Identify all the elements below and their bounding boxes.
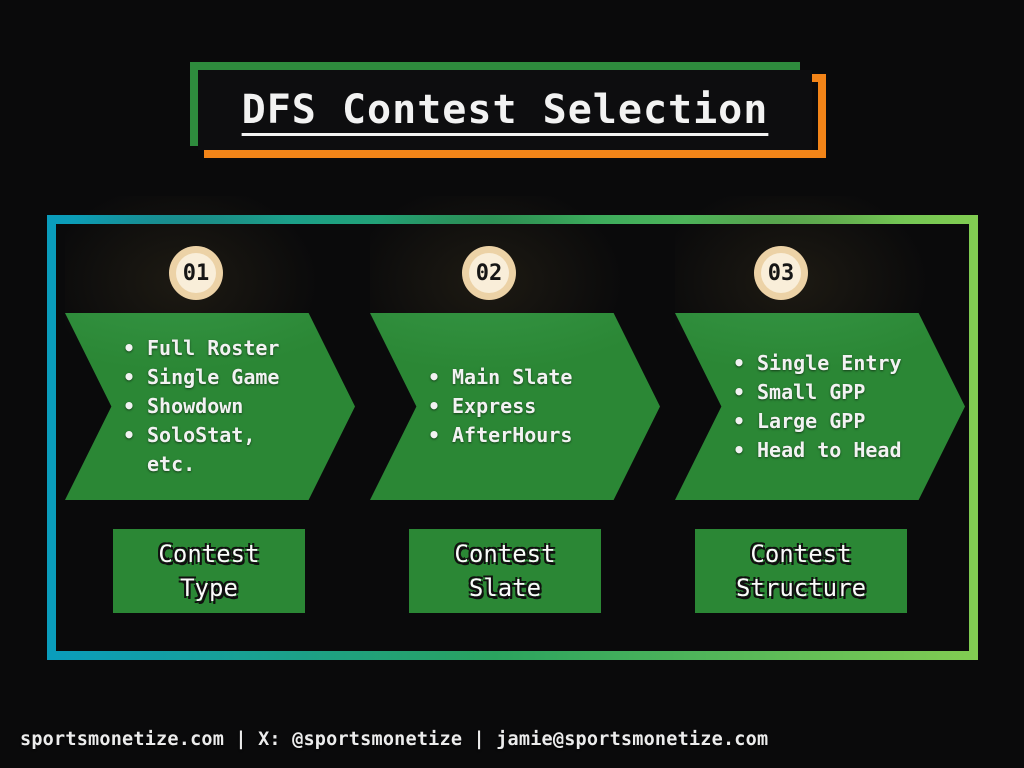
- bullet-icon: •: [733, 437, 746, 462]
- step-column-01: 01 • Full Roster • Single Game • Showdown • Solo…: [65, 196, 355, 650]
- step-number-badge-inner: 03: [761, 253, 801, 293]
- bullet-item: • Full Roster: [65, 334, 355, 363]
- step-label: Contest Type: [113, 529, 305, 613]
- bullet-text: etc.: [147, 452, 196, 476]
- bullet-item: • Express: [370, 392, 660, 421]
- step-number: 02: [475, 260, 503, 286]
- step-column-03: 03 • Single Entry • Small GPP • Large GPP • Head…: [675, 196, 965, 650]
- step-label-text: Contest Structure: [735, 540, 867, 602]
- step-number-badge-inner: 01: [176, 253, 216, 293]
- bullet-item: • Showdown: [65, 392, 355, 421]
- bullet-icon: •: [733, 350, 746, 375]
- bullet-item: • Small GPP: [675, 378, 965, 407]
- step-label: Contest Structure: [695, 529, 907, 613]
- title-panel: DFS Contest Selection: [198, 70, 812, 150]
- bullet-item: etc.: [65, 450, 355, 479]
- bullet-text: Express: [452, 394, 537, 418]
- bullet-icon: •: [123, 423, 136, 447]
- step-number: 03: [767, 260, 795, 286]
- bullet-text: Single Game: [147, 365, 280, 389]
- footer: sportsmonetize.com | X: @sportsmonetize …: [20, 725, 1024, 753]
- content-frame: 01 • Full Roster • Single Game • Showdown • Solo…: [47, 196, 978, 660]
- bullet-icon: •: [428, 394, 441, 418]
- step-arrow: • Full Roster • Single Game • Showdown • SoloSt…: [65, 313, 355, 500]
- bullet-text: Large GPP: [757, 408, 866, 433]
- bullet-text: Full Roster: [147, 336, 280, 360]
- bullet-item: • Main Slate: [370, 363, 660, 392]
- bullet-item: • Head to Head: [675, 436, 965, 465]
- bullet-icon: •: [123, 365, 136, 389]
- bullet-text: Main Slate: [452, 365, 573, 389]
- step-label-text: Contest Slate: [454, 540, 556, 602]
- bullet-item: • SoloStat,: [65, 421, 355, 450]
- step-label: Contest Slate: [409, 529, 601, 613]
- bullet-text: Head to Head: [757, 437, 902, 462]
- step-number: 01: [182, 260, 210, 286]
- footer-text: sportsmonetize.com | X: @sportsmonetize …: [20, 728, 769, 750]
- bullet-text: Small GPP: [757, 379, 866, 404]
- bullet-item: • Single Game: [65, 363, 355, 392]
- step-arrow: • Main Slate • Express • AfterHours: [370, 313, 660, 500]
- bullet-text: Showdown: [147, 394, 244, 418]
- content-frame-inner: 01 • Full Roster • Single Game • Showdown • Solo…: [56, 196, 969, 651]
- bullet-icon: •: [428, 365, 441, 389]
- bullet-item: • Large GPP: [675, 407, 965, 436]
- step-number-badge: 02: [462, 246, 516, 300]
- bullet-text: Single Entry: [757, 350, 902, 375]
- step-number-badge: 01: [169, 246, 223, 300]
- step-label-text: Contest Type: [158, 540, 260, 602]
- bullet-icon: •: [428, 423, 441, 447]
- page-title: DFS Contest Selection: [241, 87, 769, 133]
- bullet-item: • Single Entry: [675, 349, 965, 378]
- bullet-item: • AfterHours: [370, 421, 660, 450]
- bullet-icon: •: [123, 394, 136, 418]
- bullet-icon: •: [733, 408, 746, 433]
- title-box: DFS Contest Selection: [190, 62, 826, 158]
- step-arrow: • Single Entry • Small GPP • Large GPP • Head t…: [675, 313, 965, 500]
- bullet-text: SoloStat,: [147, 423, 256, 447]
- bullet-text: AfterHours: [452, 423, 573, 447]
- bullet-icon: •: [733, 379, 746, 404]
- step-number-badge-inner: 02: [469, 253, 509, 293]
- step-number-badge: 03: [754, 246, 808, 300]
- bullet-icon: •: [123, 336, 136, 360]
